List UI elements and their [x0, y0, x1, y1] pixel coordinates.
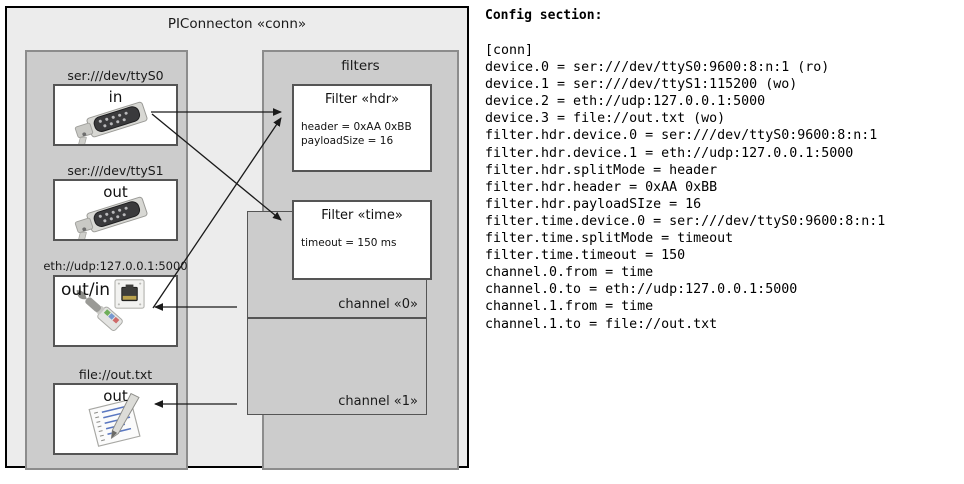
channel-label-1: channel «1» — [338, 394, 418, 409]
filter-title-time: Filter «time» — [321, 208, 403, 223]
serial-port-icon — [74, 101, 148, 144]
device-caption-ttys1: ser:///dev/ttyS1 — [67, 163, 164, 178]
piconnecton-outer-box: PIConnecton «conn» ser:///dev/ttyS0 in — [5, 6, 469, 470]
connection-diagram: PIConnecton «conn» ser:///dev/ttyS0 in — [0, 0, 480, 484]
filter-box-hdr[interactable]: Filter «hdr» header = 0xAA 0xBB payloadS… — [292, 84, 432, 172]
config-section: Config section: [conn] device.0 = ser:///… — [482, 0, 964, 484]
channel-label-0: channel «0» — [338, 297, 418, 312]
text-file-icon — [88, 392, 141, 447]
config-line: [conn] — [485, 43, 534, 58]
config-line: filter.hdr.splitMode = header — [485, 162, 718, 178]
config-line: channel.1.to = file://out.txt — [485, 316, 718, 332]
device-direction-label: in — [108, 88, 123, 106]
filters-group-panel: filters channel «0» channel «1» Filter «… — [247, 50, 459, 470]
devices-group-panel: ser:///dev/ttyS0 in — [25, 50, 188, 470]
config-line: channel.1.from = time — [485, 299, 654, 315]
filter-prop-payloadsize: payloadSize = 16 — [301, 135, 394, 147]
channel-box-1: channel «1» — [247, 318, 427, 415]
device-caption-file: file://out.txt — [78, 367, 153, 382]
config-line: filter.time.timeout = 150 — [485, 248, 686, 264]
filter-title-hdr: Filter «hdr» — [324, 92, 400, 107]
config-heading: Config section: — [485, 8, 603, 23]
filter-box-time[interactable]: Filter «time» timeout = 150 ms — [292, 200, 432, 280]
config-line: device.1 = ser:///dev/ttyS1:115200 (wo) — [485, 77, 798, 93]
filter-prop-header: header = 0xAA 0xBB — [301, 121, 412, 133]
device-cell-ttys0: ser:///dev/ttyS0 in — [53, 68, 178, 146]
device-direction-label: out/in — [61, 280, 111, 300]
device-box-file[interactable]: out — [53, 383, 178, 455]
config-line: filter.hdr.device.0 = ser:///dev/ttyS0:9… — [485, 128, 878, 144]
device-caption-ttys0: ser:///dev/ttyS0 — [67, 68, 164, 83]
device-direction-label: out — [103, 387, 128, 405]
serial-port-icon — [74, 196, 148, 239]
config-line: filter.hdr.header = 0xAA 0xBB — [485, 179, 718, 195]
config-line: channel.0.to = eth://udp:127.0.0.1:5000 — [485, 282, 798, 298]
config-line: filter.hdr.device.1 = eth://udp:127.0.0.… — [485, 145, 854, 161]
filter-props-hdr: header = 0xAA 0xBB payloadSize = 16 — [301, 120, 412, 148]
config-line: channel.0.from = time — [485, 265, 654, 281]
filter-props-time: timeout = 150 ms — [301, 236, 396, 250]
device-cell-file: file://out.txt out — [53, 367, 178, 455]
device-cell-eth: eth://udp:127.0.0.1:5000 out/in — [43, 259, 188, 347]
config-line: device.3 = file://out.txt (wo) — [485, 111, 726, 127]
filters-group-title: filters — [341, 58, 380, 74]
config-line: device.0 = ser:///dev/ttyS0:9600:8:n:1 (… — [485, 60, 830, 76]
config-line: filter.time.splitMode = timeout — [485, 231, 734, 247]
device-caption-eth: eth://udp:127.0.0.1:5000 — [43, 259, 188, 273]
device-box-ttys0[interactable]: in — [53, 84, 178, 146]
config-line: filter.time.device.0 = ser:///dev/ttyS0:… — [485, 213, 886, 229]
config-lines: [conn] device.0 = ser:///dev/ttyS0:9600:8… — [485, 42, 885, 333]
device-box-eth[interactable]: out/in — [53, 275, 178, 347]
filter-prop-timeout: timeout = 150 ms — [301, 237, 397, 249]
device-direction-label: out — [103, 183, 128, 201]
device-cell-ttys1: ser:///dev/ttyS1 out — [53, 163, 178, 241]
device-box-ttys1[interactable]: out — [53, 179, 178, 241]
ethernet-jack-icon — [76, 279, 145, 331]
page-title: PIConnecton «conn» — [167, 16, 307, 32]
config-line: filter.hdr.payloadSIze = 16 — [485, 196, 702, 212]
config-line: device.2 = eth://udp:127.0.0.1:5000 — [485, 94, 766, 110]
